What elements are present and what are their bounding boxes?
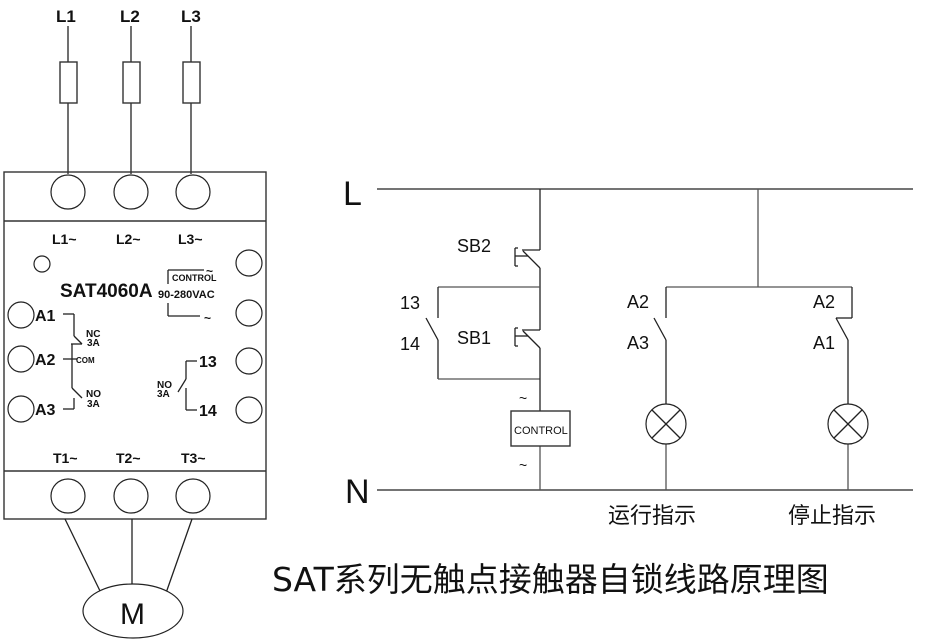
no-rating-right: 3A: [157, 389, 170, 400]
module-body: [3, 171, 267, 520]
terminal-t2: [113, 478, 149, 514]
terminal-label-l1: L1~: [52, 231, 77, 247]
terminal-label-t1: T1~: [53, 450, 78, 466]
sb1-label: SB1: [457, 328, 491, 348]
supply-wires: [67, 26, 192, 174]
supply-label-l3: L3: [181, 7, 201, 26]
motor-wires: [64, 518, 193, 594]
supply-label-l1: L1: [56, 7, 76, 26]
control-tilde-bottom: ~: [204, 311, 211, 325]
aux-right-contact: [177, 360, 197, 411]
terminal-a2: [7, 345, 35, 373]
run-lamp-icon: [645, 403, 687, 445]
com-label: COM: [76, 356, 95, 365]
hold-contact-14: 14: [400, 334, 420, 354]
hold-contact-13: 13: [400, 293, 420, 313]
line-label: L: [343, 175, 362, 213]
terminal-label-t3: T3~: [181, 450, 206, 466]
terminal-label-l3: L3~: [178, 231, 203, 247]
aux-label-a3: A3: [35, 402, 56, 419]
terminal-a1: [7, 301, 35, 329]
fuse-l3: [182, 61, 201, 104]
terminal-t1: [50, 478, 86, 514]
fuse-l1: [59, 61, 78, 104]
run-contact-bottom: A3: [627, 333, 649, 353]
aux-label-14: 14: [199, 403, 217, 420]
terminal-t3: [175, 478, 211, 514]
aux-label-a1: A1: [35, 308, 56, 325]
nc-rating: 3A: [87, 338, 100, 349]
run-indicator-caption: 运行指示: [608, 504, 696, 529]
control-box-label: CONTROL: [514, 425, 568, 437]
terminal-label-l2: L2~: [116, 231, 141, 247]
nc-label: NC: [86, 329, 100, 340]
stop-contact-top: A2: [813, 292, 835, 312]
no-label-left: NO: [86, 389, 101, 400]
terminal-label-t2: T2~: [116, 450, 141, 466]
control-branch: [425, 189, 541, 490]
control-voltage: 90-280VAC: [158, 289, 215, 301]
stop-lamp-icon: [827, 403, 869, 445]
indicator-branches: [653, 189, 853, 490]
terminal-14: [235, 396, 263, 424]
control-tilde-top-circuit: ~: [519, 390, 527, 406]
terminal-l2: [113, 174, 149, 210]
control-tilde-top: ~: [206, 264, 213, 278]
neutral-label: N: [345, 473, 370, 511]
sb2-label: SB2: [457, 236, 491, 256]
control-box: [510, 410, 571, 447]
no-rating-left: 3A: [87, 399, 100, 410]
terminal-control-1: [235, 249, 263, 277]
aux-left-contacts: [63, 313, 83, 410]
diagram-title: SAT系列无触点接触器自锁线路原理图: [272, 560, 829, 599]
aux-label-13: 13: [199, 354, 217, 371]
module-control-label: CONTROL: [172, 273, 217, 283]
motor-label: M: [120, 598, 145, 631]
model-label: SAT4060A: [60, 281, 153, 302]
stop-indicator-caption: 停止指示: [788, 504, 876, 529]
fuse-l2: [122, 61, 141, 104]
run-contact-top: A2: [627, 292, 649, 312]
terminal-control-2: [235, 299, 263, 327]
aux-label-a2: A2: [35, 352, 56, 369]
control-tilde-bottom-circuit: ~: [519, 457, 527, 473]
supply-label-l2: L2: [120, 7, 140, 26]
terminal-l3: [175, 174, 211, 210]
stop-contact-bottom: A1: [813, 333, 835, 353]
motor-symbol: [82, 583, 184, 639]
terminal-l1: [50, 174, 86, 210]
terminal-a3: [7, 395, 35, 423]
no-label-right: NO: [157, 380, 172, 391]
terminal-13: [235, 347, 263, 375]
status-led: [33, 255, 51, 273]
